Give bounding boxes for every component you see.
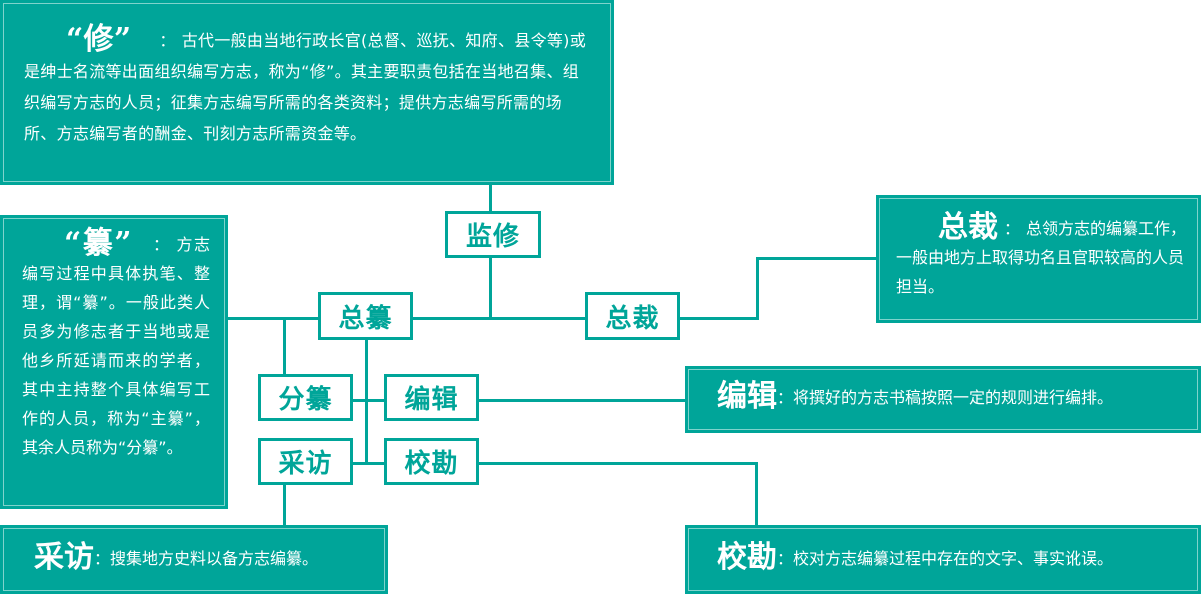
connector-line <box>477 399 687 402</box>
node-caifang: 采访 <box>258 438 353 485</box>
panel-bianji: 编辑：将撰好的方志书稿按照一定的规则进行编排。 <box>685 366 1201 433</box>
connector-line <box>352 462 385 465</box>
colon: ： <box>777 388 794 407</box>
desc-xiu: 古代一般由当地行政长官(总督、巡抚、知府、县令等)或是绅士名流等出面组织编写方志… <box>24 31 587 143</box>
term-jiaokan: 校勘 <box>717 540 777 575</box>
desc-bianji: 将撰好的方志书稿按照一定的规则进行编排。 <box>793 388 1114 407</box>
connector-line <box>679 317 759 320</box>
panel-xiu: “修” ：古代一般由当地行政长官(总督、巡抚、知府、县令等)或是绅士名流等出面组织… <box>0 0 614 185</box>
panel-jiaokan: 校勘：校对方志编纂过程中存在的文字、事实讹误。 <box>685 525 1201 594</box>
colon: ： <box>777 549 794 568</box>
term-zongcai: 总裁 <box>938 210 998 245</box>
colon: ： <box>159 31 176 50</box>
connector-line <box>477 462 758 465</box>
term-zuan: “纂” <box>64 226 132 261</box>
desc-zuan: 方志编写过程中具体执笔、整理，谓“纂”。一般此类人员多为修志者于当地或是他乡所延… <box>22 235 210 457</box>
node-zongcai: 总裁 <box>585 292 680 340</box>
panel-caifang: 采访：搜集地方史料以备方志编纂。 <box>0 525 388 594</box>
colon: ： <box>151 235 171 254</box>
desc-jiaokan: 校对方志编纂过程中存在的文字、事实讹误。 <box>793 549 1114 568</box>
connector-line <box>352 399 385 402</box>
connector-line <box>755 462 758 526</box>
node-fenzuan: 分纂 <box>258 374 353 421</box>
connector-line <box>756 257 878 260</box>
connector-line <box>412 317 586 320</box>
colon: ： <box>94 549 111 568</box>
panel-zongcai: 总裁 ：总领方志的编纂工作，一般由地方上取得功名且官职较高的人员担当。 <box>876 195 1201 323</box>
connector-line <box>489 184 492 212</box>
term-bianji: 编辑 <box>717 379 777 414</box>
connector-line <box>228 317 320 320</box>
desc-caifang: 搜集地方史料以备方志编纂。 <box>110 549 319 568</box>
panel-zuan: “纂” ：方志编写过程中具体执笔、整理，谓“纂”。一般此类人员多为修志者于当地或是… <box>0 215 228 509</box>
node-zongzuan: 总纂 <box>318 292 413 340</box>
term-caifang: 采访 <box>34 540 94 575</box>
node-jianxiu: 监修 <box>445 211 541 258</box>
connector-line <box>756 257 759 320</box>
term-xiu: “修” <box>66 22 132 57</box>
colon: ： <box>1004 219 1021 238</box>
connector-line <box>283 317 286 375</box>
desc-zongcai: 总领方志的编纂工作，一般由地方上取得功名且官职较高的人员担当。 <box>896 219 1187 296</box>
connector-line <box>489 257 492 319</box>
connector-line <box>283 484 286 526</box>
node-bianji: 编辑 <box>384 374 479 421</box>
node-jiaokan: 校勘 <box>384 438 479 485</box>
